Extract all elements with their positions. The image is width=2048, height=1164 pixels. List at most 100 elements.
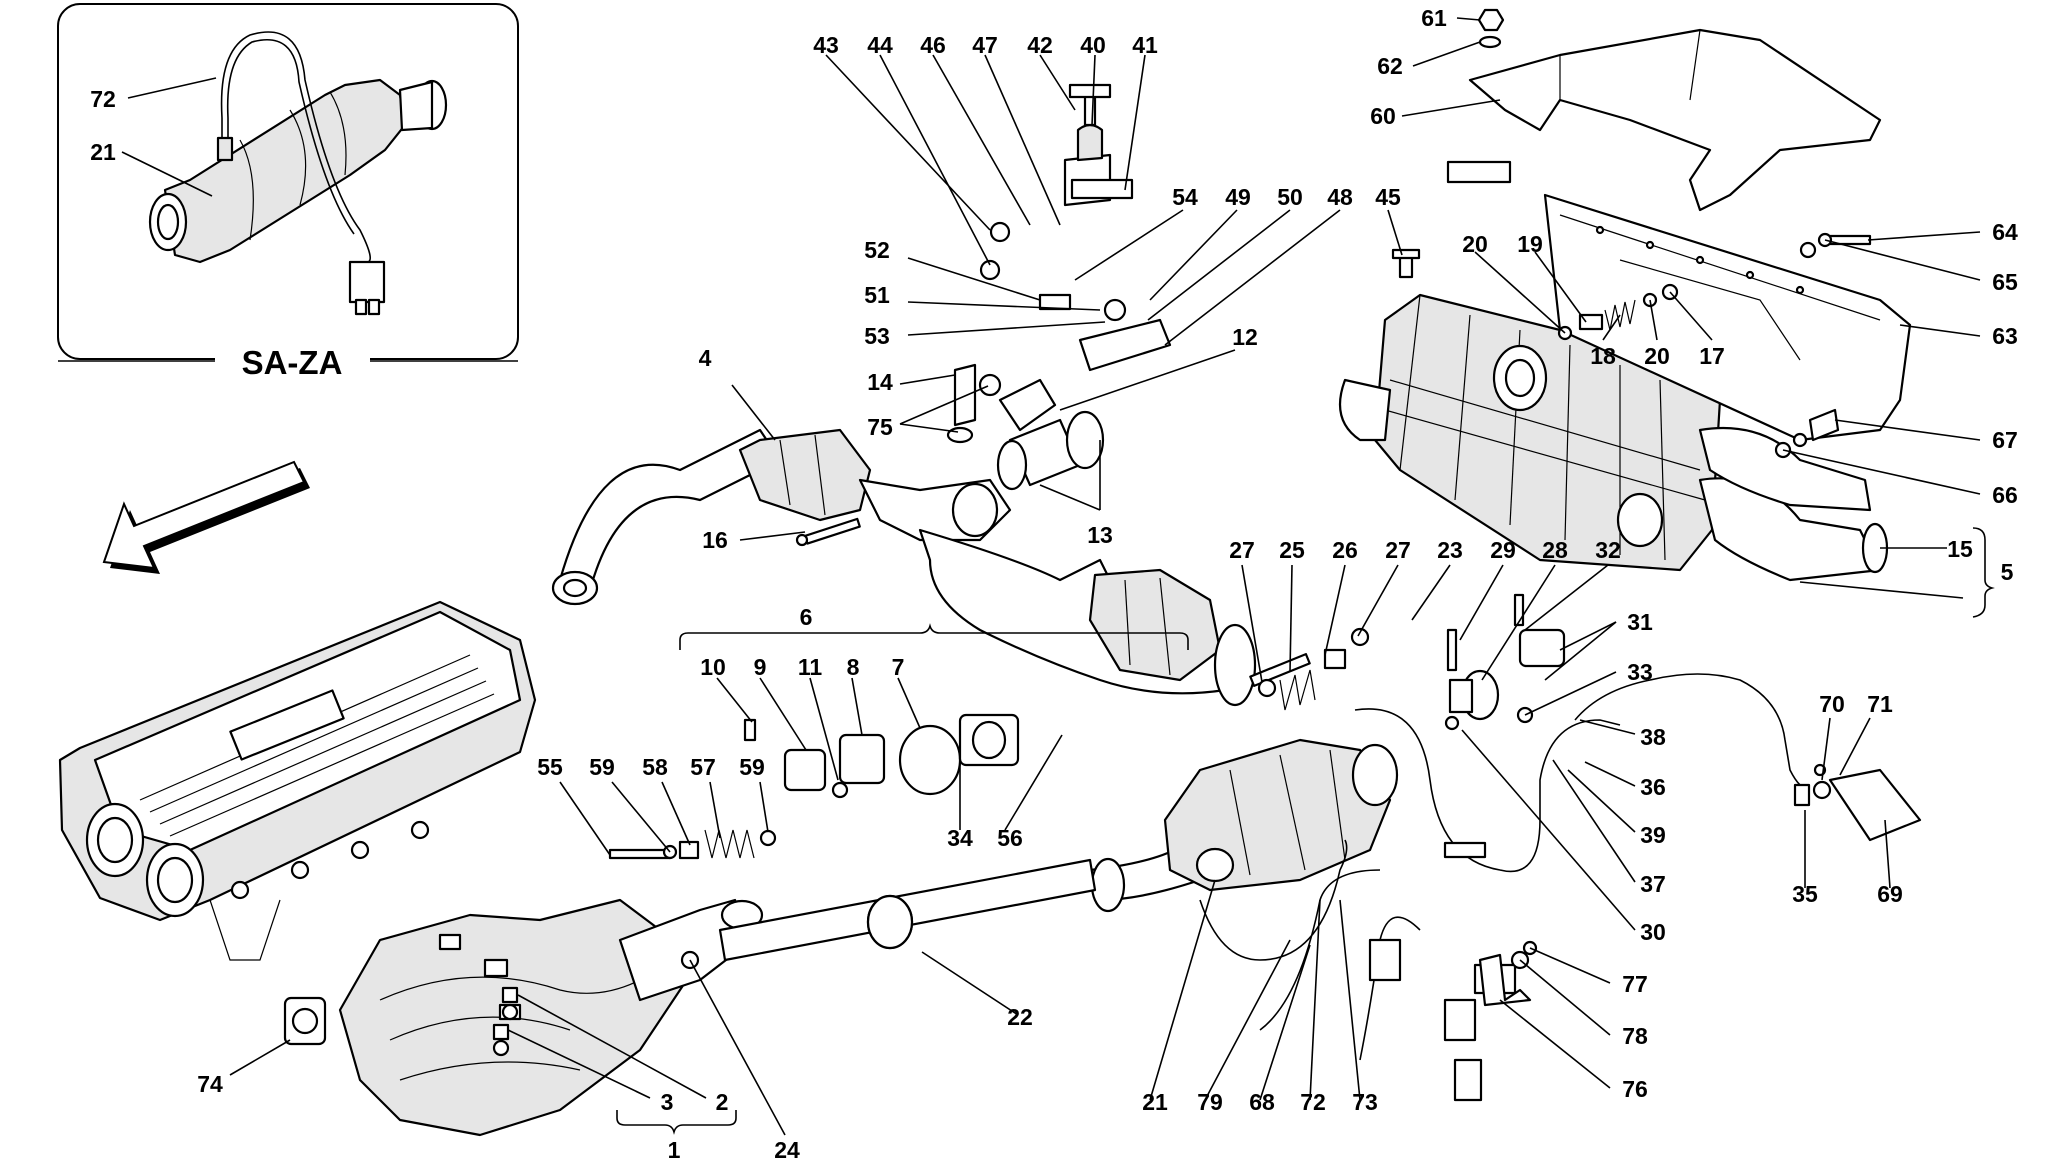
spring-bolt-row xyxy=(608,829,777,860)
part-label-65: 65 xyxy=(1992,269,2018,295)
hardware-manifold-studs xyxy=(492,986,519,1057)
part-label-30: 30 xyxy=(1640,919,1666,945)
part-label-72: 72 xyxy=(90,86,116,112)
part-label-22: 22 xyxy=(1007,1004,1033,1030)
hose-and-clamp xyxy=(946,363,1002,444)
part-label-25: 25 xyxy=(1279,537,1305,563)
clamp-assembly xyxy=(1444,593,1566,731)
part-label-59b: 59 xyxy=(739,754,765,780)
part-label-75: 75 xyxy=(867,414,893,440)
part-label-24: 24 xyxy=(774,1137,800,1163)
part-label-40: 40 xyxy=(1080,32,1106,58)
hardware-61-62 xyxy=(1477,8,1505,49)
part-label-66: 66 xyxy=(1992,482,2018,508)
side-heat-shield xyxy=(1543,193,1912,442)
part-label-9: 9 xyxy=(754,654,767,680)
part-label-27a: 27 xyxy=(1229,537,1255,563)
leader-lines xyxy=(229,17,1995,1136)
part-label-29: 29 xyxy=(1490,537,1516,563)
part-label-12: 12 xyxy=(1232,324,1258,350)
part-label-47: 47 xyxy=(972,32,998,58)
flange-joint xyxy=(743,713,1020,799)
hardware-16 xyxy=(795,517,861,547)
part-label-31: 31 xyxy=(1627,609,1653,635)
part-label-46: 46 xyxy=(920,32,946,58)
inset-title: SA-ZA xyxy=(242,344,343,381)
inset-catalytic-converter xyxy=(148,78,448,264)
part-label-6: 6 xyxy=(800,604,813,630)
part-label-64: 64 xyxy=(1992,219,2018,245)
y-pipe-catalysts xyxy=(551,428,1257,707)
manifold-gasket xyxy=(283,996,327,1046)
part-label-71: 71 xyxy=(1867,691,1893,717)
part-labels: 43 44 46 47 42 40 41 61 62 60 54 49 50 4… xyxy=(197,5,2018,1163)
part-label-79: 79 xyxy=(1197,1089,1223,1115)
part-label-69: 69 xyxy=(1877,881,1903,907)
part-label-5: 5 xyxy=(2001,559,2014,585)
direction-arrow xyxy=(102,460,310,574)
part-label-78: 78 xyxy=(1622,1023,1648,1049)
part-label-28: 28 xyxy=(1542,537,1568,563)
part-label-17: 17 xyxy=(1699,343,1725,369)
pressure-valve xyxy=(996,378,1105,491)
part-label-4: 4 xyxy=(699,345,712,371)
part-label-73: 73 xyxy=(1352,1089,1378,1115)
part-label-68: 68 xyxy=(1249,1089,1275,1115)
part-label-72: 72 xyxy=(1300,1089,1326,1115)
part-label-20a: 20 xyxy=(1462,231,1488,257)
part-label-15: 15 xyxy=(1947,536,1973,562)
part-label-61: 61 xyxy=(1421,5,1447,31)
bracket-assembly xyxy=(979,221,1172,372)
part-label-23: 23 xyxy=(1437,537,1463,563)
part-label-26: 26 xyxy=(1332,537,1358,563)
exhaust-manifold xyxy=(338,898,764,1137)
spring-bolt-row-upper xyxy=(1249,627,1370,711)
part-label-14: 14 xyxy=(867,369,893,395)
part-label-44: 44 xyxy=(867,32,893,58)
part-label-41: 41 xyxy=(1132,32,1158,58)
part-label-56: 56 xyxy=(997,825,1023,851)
catalytic-converter xyxy=(1088,738,1399,913)
engine-cylinder-head xyxy=(58,600,537,961)
part-label-37: 37 xyxy=(1640,871,1666,897)
part-label-21: 21 xyxy=(1142,1089,1168,1115)
part-label-55: 55 xyxy=(537,754,563,780)
part-label-50: 50 xyxy=(1277,184,1303,210)
part-label-60: 60 xyxy=(1370,103,1396,129)
part-label-39: 39 xyxy=(1640,822,1666,848)
part-label-48: 48 xyxy=(1327,184,1353,210)
hardware-45 xyxy=(1391,248,1421,279)
part-label-51: 51 xyxy=(864,282,890,308)
upper-heat-shield xyxy=(1446,28,1882,212)
part-label-59a: 59 xyxy=(589,754,615,780)
part-label-42: 42 xyxy=(1027,32,1053,58)
exhaust-gasket-ring xyxy=(866,894,914,950)
part-label-13: 13 xyxy=(1087,522,1113,548)
part-label-36: 36 xyxy=(1640,774,1666,800)
part-label-27b: 27 xyxy=(1385,537,1411,563)
part-label-33: 33 xyxy=(1627,659,1653,685)
hardware-64-65 xyxy=(1799,232,1872,259)
part-label-34: 34 xyxy=(947,825,973,851)
part-label-63: 63 xyxy=(1992,323,2018,349)
part-label-49: 49 xyxy=(1225,184,1251,210)
valve-assembly xyxy=(1063,83,1134,207)
part-label-16: 16 xyxy=(702,527,728,553)
part-label-53: 53 xyxy=(864,323,890,349)
part-label-10: 10 xyxy=(700,654,726,680)
o2-sensor-right xyxy=(1574,673,1922,842)
part-label-67: 67 xyxy=(1992,427,2018,453)
inset-oxygen-sensor xyxy=(216,31,386,316)
part-label-76: 76 xyxy=(1622,1076,1648,1102)
part-label-43: 43 xyxy=(813,32,839,58)
part-label-54: 54 xyxy=(1172,184,1198,210)
part-label-74: 74 xyxy=(197,1071,223,1097)
hardware-66-67 xyxy=(1774,408,1840,459)
part-label-62: 62 xyxy=(1377,53,1403,79)
part-label-20b: 20 xyxy=(1644,343,1670,369)
part-label-70: 70 xyxy=(1819,691,1845,717)
part-label-21: 21 xyxy=(90,139,116,165)
part-label-8: 8 xyxy=(847,654,860,680)
part-label-57: 57 xyxy=(690,754,716,780)
part-label-19: 19 xyxy=(1517,231,1543,257)
